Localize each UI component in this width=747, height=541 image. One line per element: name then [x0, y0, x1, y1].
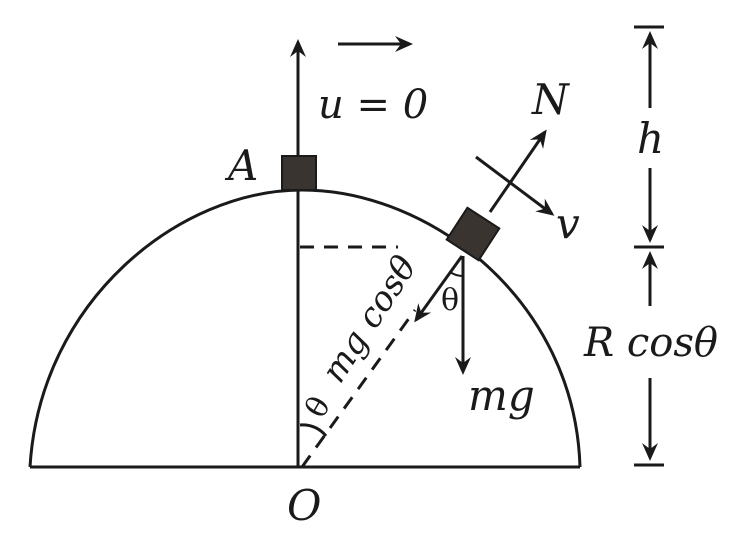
block-on-surface: [445, 206, 501, 262]
label-normal-force: N: [531, 75, 570, 124]
label-velocity: v: [556, 199, 580, 248]
normal-force-arrow: [488, 129, 547, 213]
label-vertical-distance: R cosθ: [583, 320, 718, 366]
label-initial-velocity: u = 0: [318, 82, 428, 128]
velocity-arrow: [475, 155, 555, 216]
label-origin: O: [287, 481, 321, 530]
block-at-top: [281, 155, 317, 191]
block-angle-arc: [449, 271, 464, 277]
radial-component-arrow: [414, 255, 464, 323]
center-angle-arc: [299, 423, 328, 437]
label-height: h: [637, 114, 664, 163]
label-angle-at-center: θ: [299, 391, 338, 424]
label-angle-at-block: θ: [441, 283, 459, 318]
label-weight: mg: [468, 371, 535, 420]
label-point-a: A: [224, 141, 258, 190]
radius-dashed-line: [300, 309, 417, 468]
